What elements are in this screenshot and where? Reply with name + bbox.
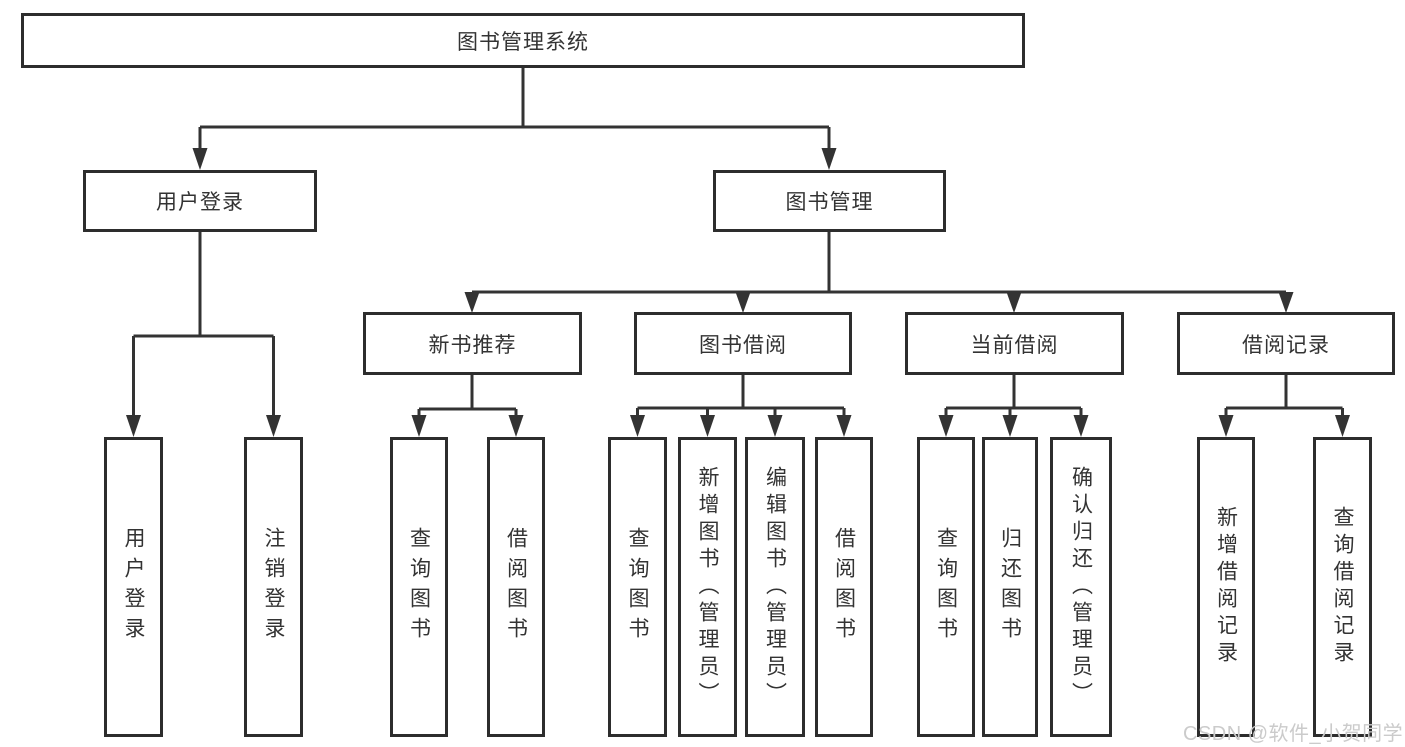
- node-leaf-logout: 注销登录: [244, 437, 303, 737]
- node-book-mgmt-label: 图书管理: [785, 191, 874, 214]
- leaf-label: 查询借阅记录: [1331, 506, 1354, 668]
- node-user-login: 用户登录: [83, 170, 317, 232]
- node-book-borrow: 图书借阅: [634, 312, 852, 375]
- node-leaf-borrow-books-1: 借阅图书: [487, 437, 545, 737]
- branch-current-borrow: [938, 375, 1089, 437]
- leaf-label: 借阅图书: [504, 527, 528, 647]
- node-borrow-records-label: 借阅记录: [1242, 333, 1330, 357]
- branch-book-mgmt: [464, 232, 1294, 313]
- node-current-borrow: 当前借阅: [905, 312, 1124, 375]
- branch-borrow-records: [1218, 375, 1350, 437]
- leaf-label: 新增图书（管理员）: [696, 465, 719, 709]
- branch-root: [192, 68, 837, 170]
- node-leaf-borrow-books-2: 借阅图书: [815, 437, 873, 737]
- node-leaf-edit-books-admin: 编辑图书（管理员）: [745, 437, 805, 737]
- leaf-label: 查询图书: [626, 527, 649, 647]
- node-current-borrow-label: 当前借阅: [970, 333, 1059, 357]
- node-leaf-query-books-3: 查询图书: [917, 437, 975, 737]
- leaf-label: 编辑图书（管理员）: [763, 465, 787, 709]
- leaf-label: 注销登录: [262, 527, 285, 647]
- leaf-label: 借阅图书: [832, 527, 856, 647]
- node-leaf-add-books-admin: 新增图书（管理员）: [678, 437, 737, 737]
- node-leaf-user-login: 用户登录: [104, 437, 163, 737]
- node-root-label: 图书管理系统: [457, 30, 589, 54]
- node-leaf-return-books: 归还图书: [982, 437, 1038, 737]
- branch-new-book-rec: [411, 375, 524, 437]
- csdn-watermark: CSDN @软件_小贺同学: [1183, 723, 1404, 745]
- node-borrow-records: 借阅记录: [1177, 312, 1395, 375]
- node-leaf-confirm-return-admin: 确认归还（管理员）: [1050, 437, 1112, 737]
- leaf-label: 新增借阅记录: [1214, 506, 1238, 668]
- leaf-label: 确认归还（管理员）: [1069, 465, 1093, 709]
- branch-user-login: [126, 232, 281, 437]
- node-leaf-query-borrow-record: 查询借阅记录: [1313, 437, 1372, 737]
- leaf-label: 查询图书: [934, 527, 958, 647]
- node-leaf-query-books-2: 查询图书: [608, 437, 667, 737]
- leaf-label: 用户登录: [122, 527, 145, 647]
- node-new-book-rec: 新书推荐: [363, 312, 582, 375]
- leaf-label: 查询图书: [407, 527, 431, 647]
- leaf-label: 归还图书: [998, 527, 1022, 647]
- node-root: 图书管理系统: [21, 13, 1025, 68]
- node-book-borrow-label: 图书借阅: [699, 333, 787, 357]
- node-book-mgmt: 图书管理: [713, 170, 946, 232]
- node-new-book-rec-label: 新书推荐: [428, 333, 517, 357]
- node-leaf-query-books-1: 查询图书: [390, 437, 448, 737]
- node-user-login-label: 用户登录: [156, 191, 244, 214]
- node-leaf-add-borrow-record: 新增借阅记录: [1197, 437, 1255, 737]
- branch-book-borrow: [630, 375, 852, 437]
